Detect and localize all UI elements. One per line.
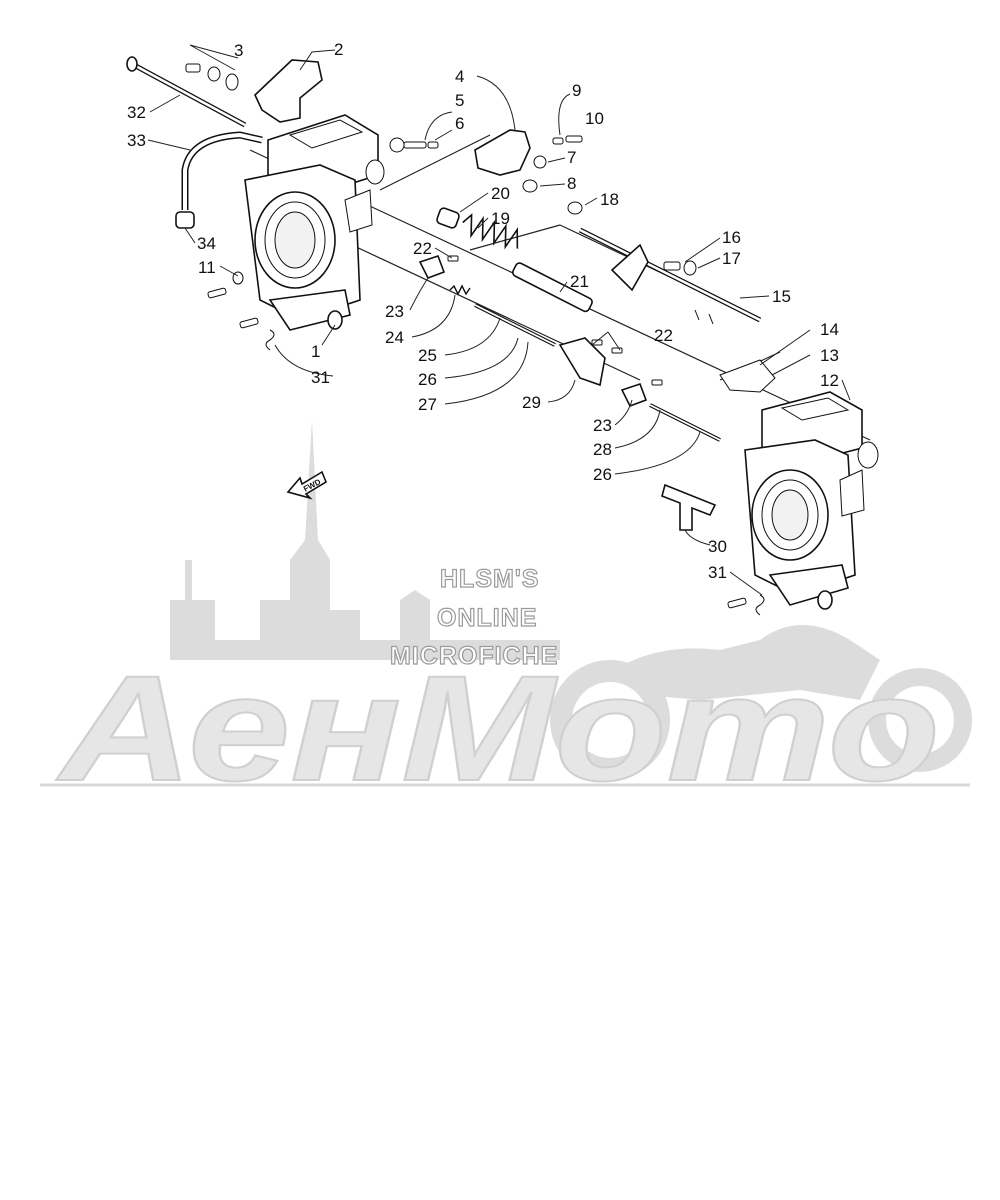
bushing [436,207,460,229]
callout-23-right: 23 [593,416,612,435]
throttle-bracket [474,129,531,176]
rear-wheel-hub [572,682,648,758]
callout-24: 24 [385,328,404,347]
shaft-clamps [418,254,663,408]
right-carburetor [744,391,879,610]
bracket-fasteners [389,135,583,215]
link-rods [474,303,721,442]
parts: FWD [126,56,879,616]
callout-15: 15 [772,287,791,306]
callout-20: 20 [491,184,510,203]
callout-32: 32 [127,103,146,122]
callout-10: 10 [585,109,604,128]
callout-27: 27 [418,395,437,414]
intake-elbow [254,59,323,123]
callout-11: 11 [198,258,216,277]
callout-33: 33 [127,131,146,150]
callout-26-right: 26 [593,465,612,484]
callout-14: 14 [820,320,839,339]
callout-18: 18 [600,190,619,209]
callout-16: 16 [722,228,741,247]
forward-direction-arrow: FWD [286,470,327,500]
callout-31-right: 31 [708,563,727,582]
return-spring [462,213,519,250]
cap-screw-washers [185,63,239,91]
callout-1: 1 [311,342,320,361]
callout-34: 34 [197,234,216,253]
fuel-t-fitting [661,483,717,531]
callout-3: 3 [234,41,243,60]
callout-22-left: 22 [413,239,432,258]
callout-26-left: 26 [418,370,437,389]
watermark-line-1: HLSM'S [440,565,539,593]
throttle-shaft-rod [126,56,247,128]
callout-2: 2 [334,40,343,59]
callout-31-left: 31 [311,368,330,387]
hose-clip [175,211,195,229]
leader-lines [147,44,851,596]
right-carb-screws [727,594,765,616]
callout-numbers: 1 2 3 4 5 6 7 8 9 10 11 12 13 14 15 16 1… [127,40,839,582]
skyline-silhouette [170,420,560,660]
callout-21: 21 [570,272,589,291]
callout-23-left: 23 [385,302,404,321]
callout-28: 28 [593,440,612,459]
motorcycle-silhouette [590,625,880,700]
right-carb-bracket [719,359,776,393]
watermark-line-2: ONLINE [437,604,537,632]
callout-22-right: 22 [654,326,673,345]
front-wheel-hub [886,686,954,754]
shaft-sleeve [511,262,593,313]
callout-13: 13 [820,346,839,365]
callout-4: 4 [455,67,464,86]
callout-9: 9 [572,81,581,100]
watermark-line-3: MICROFICHE [390,642,558,670]
callout-17: 17 [722,249,741,268]
callout-5: 5 [455,91,464,110]
callout-8: 8 [567,174,576,193]
callout-7: 7 [567,148,576,167]
callout-6: 6 [455,114,464,133]
callout-30: 30 [708,537,727,556]
callout-25: 25 [418,346,437,365]
throttle-lever-assembly [578,227,762,325]
watermark: АенМото HLSM'S ONLINE MICROFICHE [40,420,972,813]
callout-29: 29 [522,393,541,412]
callout-12: 12 [820,371,839,390]
callout-19: 19 [491,209,510,228]
left-carburetor [244,114,385,331]
